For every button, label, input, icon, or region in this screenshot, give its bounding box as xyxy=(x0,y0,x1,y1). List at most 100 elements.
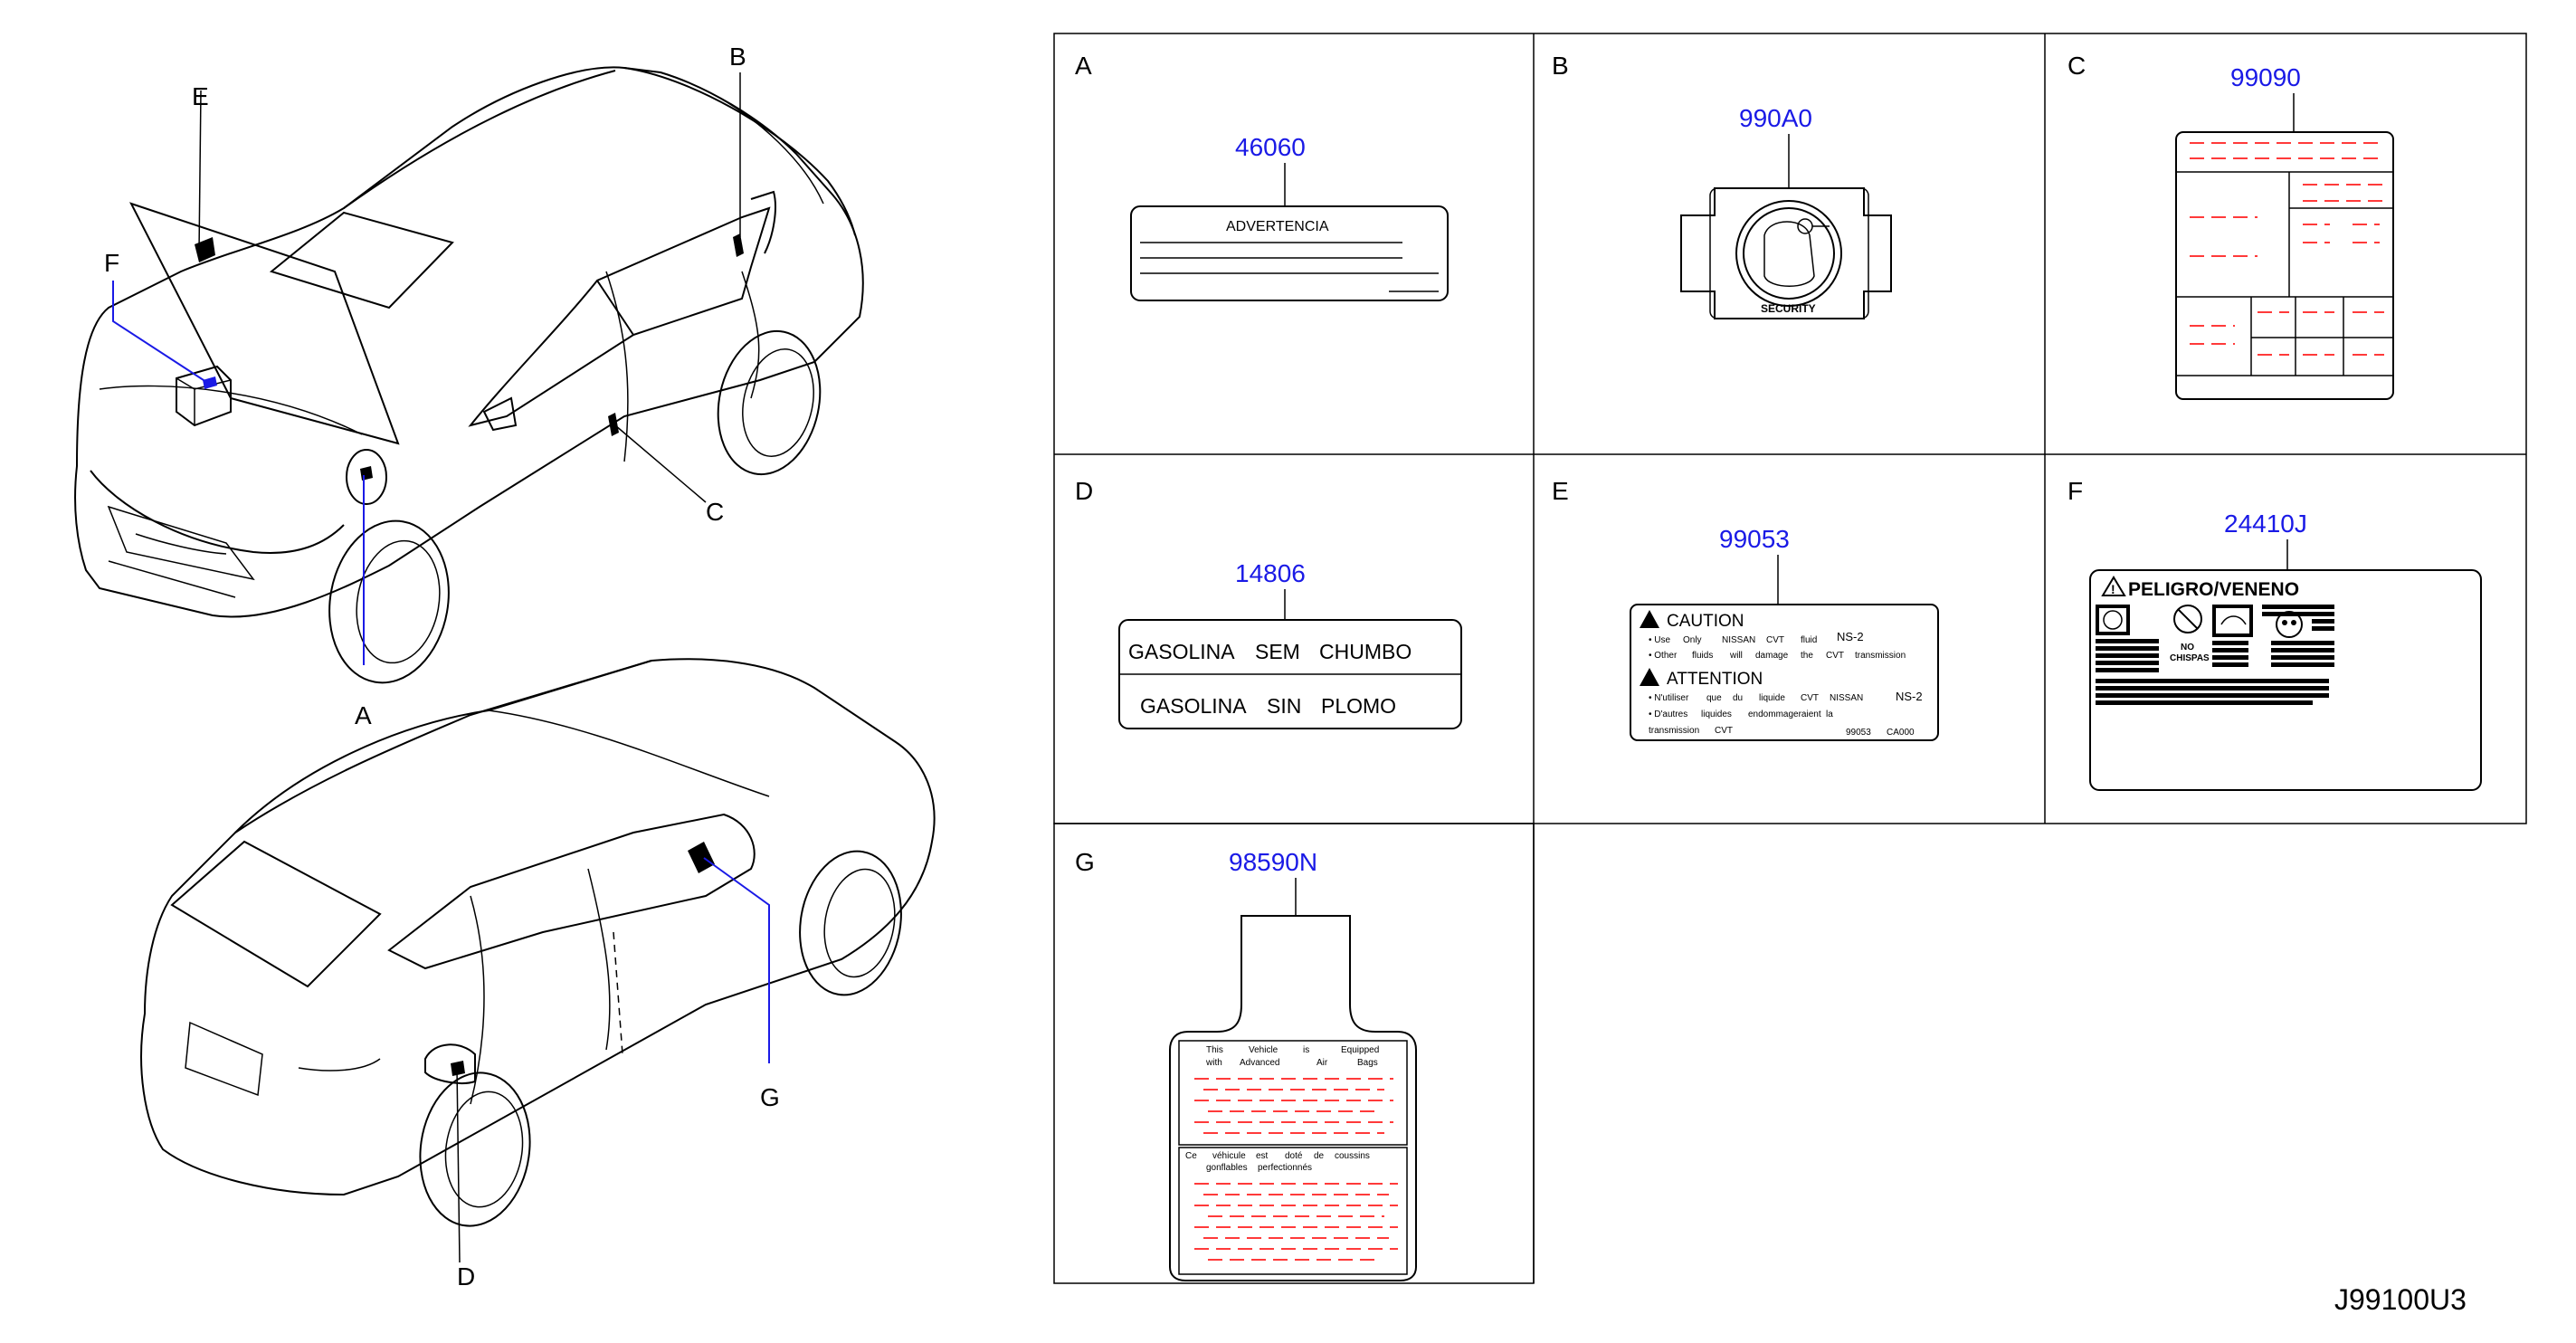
fuel-line2-word3: PLOMO xyxy=(1321,694,1396,718)
caution-warning-icon xyxy=(1640,610,1659,628)
part-number-46060: 46060 xyxy=(1235,133,1306,161)
caution-l1-w5: fluid xyxy=(1801,635,1817,645)
footer-code-2: CA000 xyxy=(1887,728,1915,738)
caution-l2-w3: will xyxy=(1729,651,1743,661)
callout-b: B xyxy=(729,43,746,71)
part-number-98590n: 98590N xyxy=(1229,848,1317,876)
cell-a: A 46060 ADVERTENCIA xyxy=(1075,52,1449,301)
airbag-l1-w2: Vehicle xyxy=(1249,1045,1278,1055)
diagram-code: J99100U3 xyxy=(2334,1283,2467,1316)
caution-l2-w1: • Other xyxy=(1649,651,1678,661)
cell-a-letter: A xyxy=(1075,52,1092,80)
part-number-99053: 99053 xyxy=(1719,525,1790,553)
callout-d: D xyxy=(457,1262,475,1291)
battery-poison-label xyxy=(2089,569,2482,791)
part-number-990a0: 990A0 xyxy=(1739,104,1812,132)
airbag-label xyxy=(1169,915,1417,1281)
part-number-24410j: 24410J xyxy=(2224,510,2307,538)
airbag-l1-w3: is xyxy=(1303,1045,1309,1055)
attention-l1-w3: du xyxy=(1733,693,1743,703)
caution-l2-w4: damage xyxy=(1755,651,1789,661)
fuel-line1-word3: CHUMBO xyxy=(1319,640,1412,663)
fuel-line2-word1: GASOLINA xyxy=(1140,694,1247,718)
callout-c: C xyxy=(706,498,724,526)
airbag-l4-w2: perfectionnés xyxy=(1258,1163,1312,1173)
cell-d: D 14806 GASOLINA SEM CHUMBO GASOLINA SIN… xyxy=(1075,477,1462,729)
fuel-line2-word2: SIN xyxy=(1267,694,1301,718)
airbag-l2-w4: Bags xyxy=(1357,1058,1378,1068)
attention-l2-w3: endommageraient xyxy=(1748,710,1821,719)
callout-g: G xyxy=(760,1083,780,1111)
callout-e: E xyxy=(192,82,209,110)
cell-g-letter: G xyxy=(1075,848,1095,876)
attention-l2-w1: • D'autres xyxy=(1649,710,1687,719)
no-sparks-icon xyxy=(2173,605,2202,633)
attention-l1-w2: que xyxy=(1706,693,1722,703)
attention-l3-w2: CVT xyxy=(1715,726,1733,736)
attention-l1-w7: NS-2 xyxy=(1896,690,1923,703)
airbag-l3-w2: véhicule xyxy=(1212,1151,1246,1161)
fuel-line1-word2: SEM xyxy=(1255,640,1300,663)
caution-l2-w5: the xyxy=(1801,651,1813,661)
attention-l1-w5: CVT xyxy=(1801,693,1819,703)
cvt-caution-label xyxy=(1630,604,1939,741)
caution-title: CAUTION xyxy=(1667,612,1744,631)
tire-info-label xyxy=(2175,131,2394,400)
icon-caption-no: NO xyxy=(2181,643,2194,652)
attention-l1-w1: • N'utiliser xyxy=(1649,693,1689,703)
caution-l1-w4: CVT xyxy=(1766,635,1784,645)
caution-l1-w2: Only xyxy=(1683,635,1702,645)
airbag-l3-w5: de xyxy=(1314,1151,1325,1161)
cell-e: E 99053 CAUTION • Use Only NISSAN CVT fl… xyxy=(1552,477,1939,741)
fine-print-block xyxy=(2096,605,2334,705)
cell-b-letter: B xyxy=(1552,52,1569,80)
airbag-l3-w4: doté xyxy=(1285,1151,1303,1161)
advertencia-heading: ADVERTENCIA xyxy=(1226,219,1329,234)
cell-c: C 99090 xyxy=(2067,52,2394,400)
vehicle-rear-view xyxy=(140,658,936,1263)
caution-l2-w2: fluids xyxy=(1692,651,1713,661)
peligro-heading: PELIGRO/VENENO xyxy=(2128,579,2299,600)
caution-l2-w7: transmission xyxy=(1855,651,1906,661)
cell-e-letter: E xyxy=(1552,477,1569,505)
airbag-l2-w1: with xyxy=(1205,1058,1222,1068)
attention-title: ATTENTION xyxy=(1667,670,1763,689)
caution-l2-w6: CVT xyxy=(1826,651,1844,661)
cell-g: G 98590N This Vehicle is Equipped with A… xyxy=(1075,848,1417,1281)
airbag-l3-w1: Ce xyxy=(1185,1151,1197,1161)
cell-c-letter: C xyxy=(2067,52,2086,80)
svg-text:!: ! xyxy=(2111,582,2115,596)
airbag-l4-w1: gonflables xyxy=(1206,1163,1248,1173)
fuel-line1-word1: GASOLINA xyxy=(1128,640,1235,663)
caution-l1-w6: NS-2 xyxy=(1837,630,1864,643)
cell-f-letter: F xyxy=(2067,477,2083,505)
attention-l1-w6: NISSAN xyxy=(1830,693,1863,703)
callout-a: A xyxy=(355,701,372,729)
parts-grid xyxy=(1053,33,2527,1284)
attention-warning-icon xyxy=(1640,668,1659,686)
airbag-l3-w3: est xyxy=(1256,1151,1269,1161)
caution-l1-w1: • Use xyxy=(1649,635,1671,645)
airbag-l2-w3: Air xyxy=(1317,1058,1328,1068)
attention-l1-w4: liquide xyxy=(1759,693,1785,703)
icon-caption-chispas: CHISPAS xyxy=(2170,653,2210,663)
cell-d-letter: D xyxy=(1075,477,1093,505)
security-text: SECURITY xyxy=(1761,302,1816,315)
vehicle-front-view xyxy=(74,66,864,684)
airbag-l3-w6: coussins xyxy=(1335,1151,1370,1161)
airbag-l2-w2: Advanced xyxy=(1240,1058,1279,1068)
callout-f: F xyxy=(104,249,119,277)
part-number-99090: 99090 xyxy=(2230,63,2301,91)
part-number-14806: 14806 xyxy=(1235,559,1306,587)
advertencia-label xyxy=(1130,205,1449,301)
caution-l1-w3: NISSAN xyxy=(1722,635,1755,645)
airbag-l1-w1: This xyxy=(1206,1045,1223,1055)
attention-l3-w1: transmission xyxy=(1649,726,1699,736)
danger-warning-icon xyxy=(2101,576,2126,596)
attention-l2-w2: liquides xyxy=(1701,710,1732,719)
footer-code-1: 99053 xyxy=(1846,728,1871,738)
cell-b: B 990A0 SECURITY xyxy=(1552,52,1892,319)
cell-f: F 24410J ! PELIGRO/VENENO NO CHISPAS xyxy=(2067,477,2482,791)
attention-l2-w4: la xyxy=(1826,710,1833,719)
